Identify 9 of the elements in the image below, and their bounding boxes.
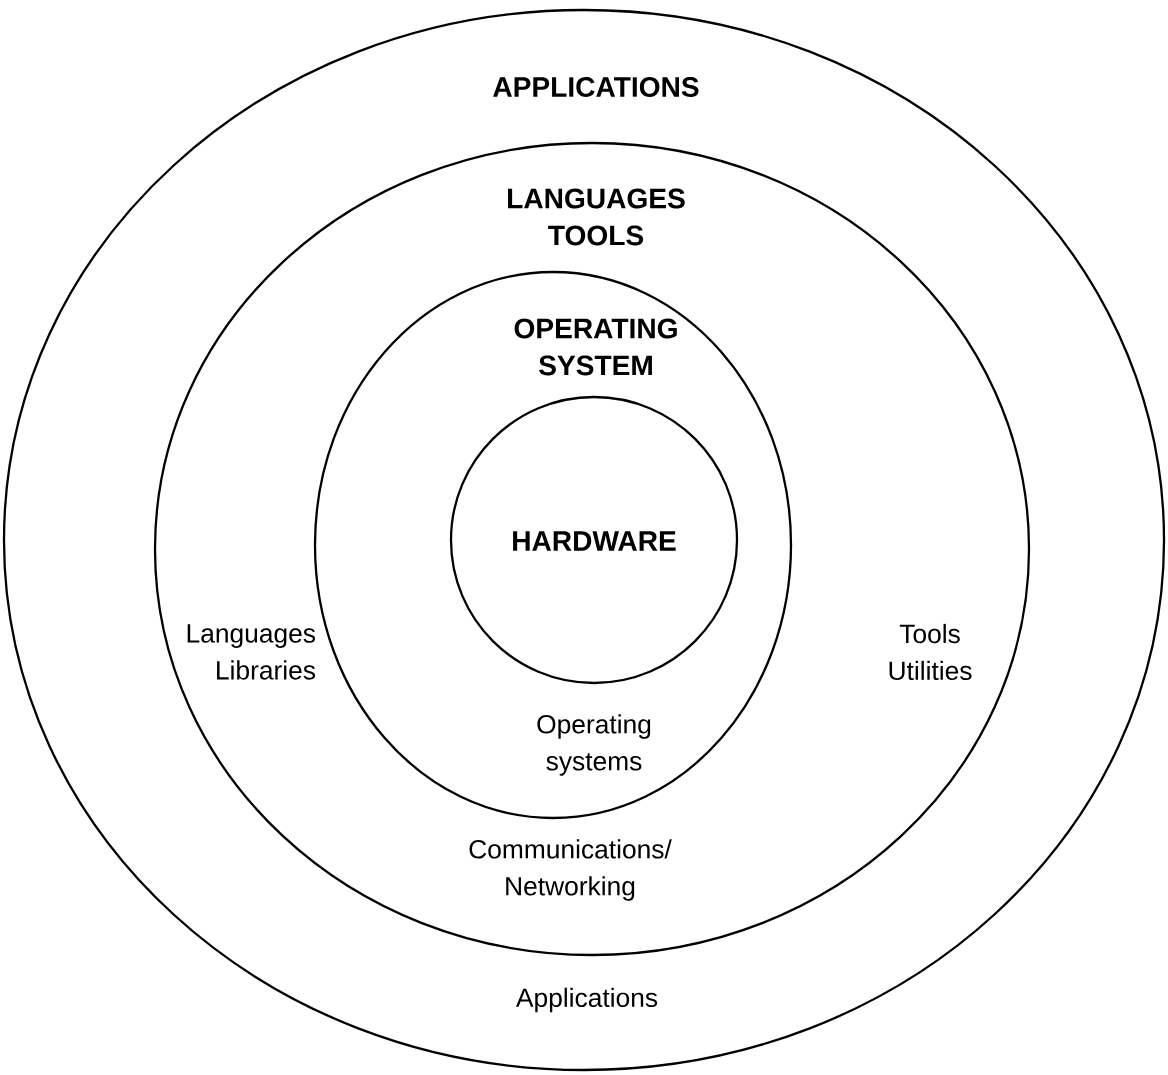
layer-label: Tools Utilities — [889, 623, 972, 681]
layer-label: Communications/ Networking — [469, 839, 672, 901]
layer-label: HARDWARE — [513, 531, 676, 551]
layer-label: APPLICATIONS — [493, 77, 699, 97]
layer-label: Operating systems — [537, 714, 651, 776]
layer-label: Applications — [516, 987, 658, 1013]
layer-label: Languages Libraries — [187, 624, 315, 680]
layer-label: LANGUAGES TOOLS — [508, 188, 685, 246]
layer-label: OPERATING SYSTEM — [514, 318, 677, 376]
